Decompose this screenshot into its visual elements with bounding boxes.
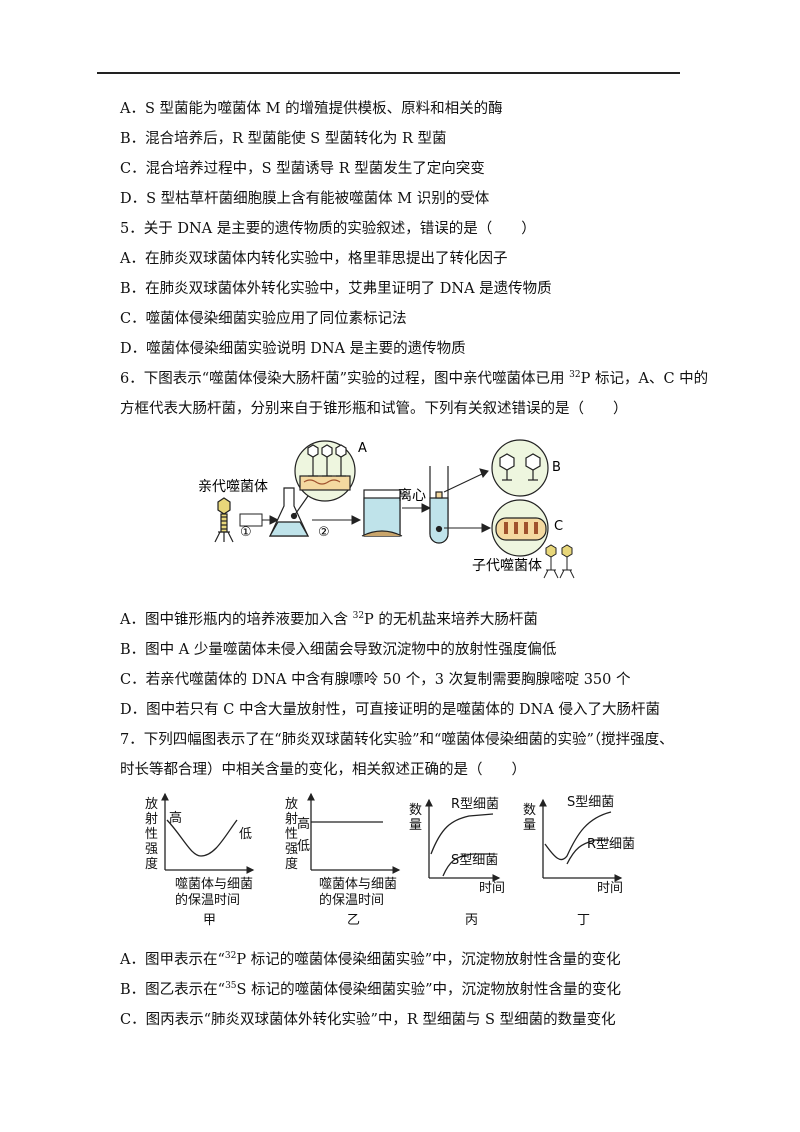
bing-ylabel-2: 量 [409,818,422,833]
bing-xlabel: 时间 [479,881,505,896]
jia-ylabel-3: 性 [145,827,158,842]
ding-ylabel-1: 数 [523,803,536,818]
arrow-step-1 [239,513,280,527]
step-2-label: ② [318,525,330,540]
header-rule [97,72,680,74]
ding-caption: 丁 [577,913,590,928]
yi-ylabel-4: 强 [285,842,298,857]
q7-option-c: C．图丙表示“肺炎双球菌体外转化实验”中，R 型细菌与 S 型细菌的数量变化 [120,1012,616,1028]
beaker [361,489,403,537]
bing-ylabel-1: 数 [409,803,422,818]
label-b: B [552,460,561,475]
bing-r-label: R型细菌 [451,797,499,812]
yi-xlabel-1: 噬菌体与细菌 [319,877,397,892]
q7-graphs: 放 射 性 强 度 高 低 噬菌体与细菌 的保温时间 甲 放 射 性 强 度 高… [145,792,635,928]
jia-xlabel-2: 的保温时间 [175,892,240,908]
q7-stem-line2: 时长等都合理）中相关含量的变化，相关叙述正确的是（ ） [120,762,526,778]
q5-stem: 5．关于 DNA 是主要的遗传物质的实验叙述，错误的是（ ） [120,221,536,237]
q6-option-d: D．图中若只有 C 中含大量放射性，可直接证明的是噬菌体的 DNA 侵入了大肠杆… [120,702,660,718]
q5-option-b: B．在肺炎双球菌体外转化实验中，艾弗里证明了 DNA 是遗传物质 [120,281,552,297]
jia-caption: 甲 [203,913,216,928]
offspring-phage-label: 子代噬菌体 [472,558,542,574]
arrows-to-b-c [443,468,492,533]
zoom-circle-c [491,499,549,557]
yi-caption: 乙 [347,913,360,928]
jia-ylabel-5: 度 [145,856,158,872]
jia-ylabel-1: 放 [145,797,158,812]
graph-bing [425,798,501,882]
q6-option-b: B．图中 A 少量噬菌体未侵入细菌会导致沉淀物中的放射性强度偏低 [120,642,557,658]
q4-option-b: B．混合培养后，R 型菌能使 S 型菌转化为 R 型菌 [120,131,447,147]
jia-low: 低 [239,827,252,842]
arrow-step-2 [312,515,362,525]
zoom-circle-a [293,440,356,517]
q5-option-c: C．噬菌体侵染细菌实验应用了同位素标记法 [120,311,407,327]
q6-stem-line2: 方框代表大肠杆菌，分别来自于锥形瓶和试管。下列有关叙述错误的是（ ） [120,401,628,417]
q4-option-d: D．S 型枯草杆菌细胞膜上含有能被噬菌体 M 识别的受体 [120,191,490,207]
q5-option-d: D．噬菌体侵染细菌实验说明 DNA 是主要的遗传物质 [120,341,466,357]
yi-xlabel-2: 的保温时间 [319,892,384,908]
step-1-label: ① [240,525,252,540]
ding-s-label: S型细菌 [567,795,614,810]
zoom-circle-b [491,439,549,497]
label-a: A [358,441,367,456]
q6-option-a: A．图中锥形瓶内的培养液要加入含 32P 的无机盐来培养大肠杆菌 [120,611,538,629]
yi-low: 低 [297,839,310,854]
graph-ding [539,798,623,882]
offspring-phage-icons [543,544,575,579]
ding-r-label: R型细菌 [587,837,635,852]
centrifuge-label: 离心 [398,487,426,504]
jia-ylabel-4: 强 [145,842,158,857]
graph-yi [307,792,401,874]
jia-ylabel-2: 射 [145,811,158,827]
jia-xlabel-1: 噬菌体与细菌 [175,877,253,892]
arrow-centrifuge [402,503,432,513]
label-c: C [554,519,563,534]
q6-option-c: C．若亲代噬菌体的 DNA 中含有腺嘌呤 50 个，3 次复制需要胸腺嘧啶 35… [120,672,631,688]
bing-caption: 丙 [465,913,478,928]
parent-phage-label: 亲代噬菌体 [198,479,268,495]
q7-option-a: A．图甲表示在“32P 标记的噬菌体侵染细菌实验”中，沉淀物放射性含量的变化 [120,951,621,969]
jia-high: 高 [169,810,182,826]
q4-option-c: C．混合培养过程中，S 型菌诱导 R 型菌发生了定向突变 [120,161,485,177]
graph-jia [161,792,255,874]
conical-flask [268,487,310,537]
yi-ylabel-1: 放 [285,797,298,812]
q6-stem-line1: 6．下图表示“噬菌体侵染大肠杆菌”实验的过程，图中亲代噬菌体已用 32P 标记，… [120,370,709,388]
ding-ylabel-2: 量 [523,818,536,833]
bing-s-label: S型细菌 [451,853,498,868]
q5-option-a: A．在肺炎双球菌体内转化实验中，格里菲思提出了转化因子 [120,251,508,267]
yi-ylabel-5: 度 [285,856,298,872]
yi-high: 高 [297,816,310,832]
q4-option-a: A．S 型菌能为噬菌体 M 的增殖提供模板、原料和相关的酶 [120,101,503,117]
q7-option-b: B．图乙表示在“35S 标记的噬菌体侵染细菌实验”中，沉淀物放射性含量的变化 [120,981,621,999]
q6-experiment-figure: 亲代噬菌体 ① A ② [198,439,575,579]
parent-phage-icon [214,497,234,543]
ding-xlabel: 时间 [597,881,623,896]
yi-ylabel-3: 性 [285,827,298,842]
test-tube [429,466,449,544]
q7-stem-line1: 7．下列四幅图表示了在“肺炎双球菌转化实验”和“噬菌体侵染细菌的实验”（搅拌强度… [120,732,674,748]
yi-ylabel-2: 射 [285,811,298,827]
